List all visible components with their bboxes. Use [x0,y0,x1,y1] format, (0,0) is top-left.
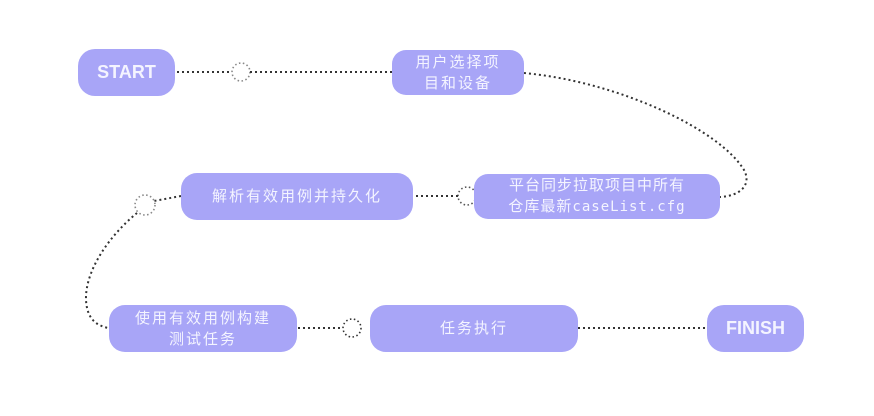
node-start-label: START [97,62,156,82]
node-exec: 任务执行 [370,305,578,352]
node-sync-line2: 仓库最新caseList.cfg [508,196,685,218]
node-sync: 平台同步拉取项目中所有 仓库最新caseList.cfg [474,174,720,219]
node-finish: FINISH [707,305,804,352]
node-sync-line1: 平台同步拉取项目中所有 [508,176,685,194]
node-sync-line2-text: 仓库最新 [508,197,573,215]
node-user-select-line2: 目和设备 [423,73,492,92]
node-build-line2: 测试任务 [168,329,237,348]
node-sync-filename: caseList.cfg [572,199,686,215]
node-user-select: 用户选择项 目和设备 [392,50,524,95]
node-build: 使用有效用例构建 测试任务 [109,305,297,352]
node-parse: 解析有效用例并持久化 [181,173,413,220]
connector-select-sync [523,72,748,198]
node-build-line1: 使用有效用例构建 [134,308,271,327]
junction-circle [342,318,362,338]
node-user-select-line1: 用户选择项 [415,52,501,71]
node-parse-label: 解析有效用例并持久化 [211,187,382,205]
connector-parse-junction [153,195,182,202]
node-start: START [78,49,175,96]
junction-circle [134,194,156,216]
node-finish-label: FINISH [725,318,785,338]
node-exec-label: 任务执行 [439,319,508,337]
junction-circle [231,62,251,82]
